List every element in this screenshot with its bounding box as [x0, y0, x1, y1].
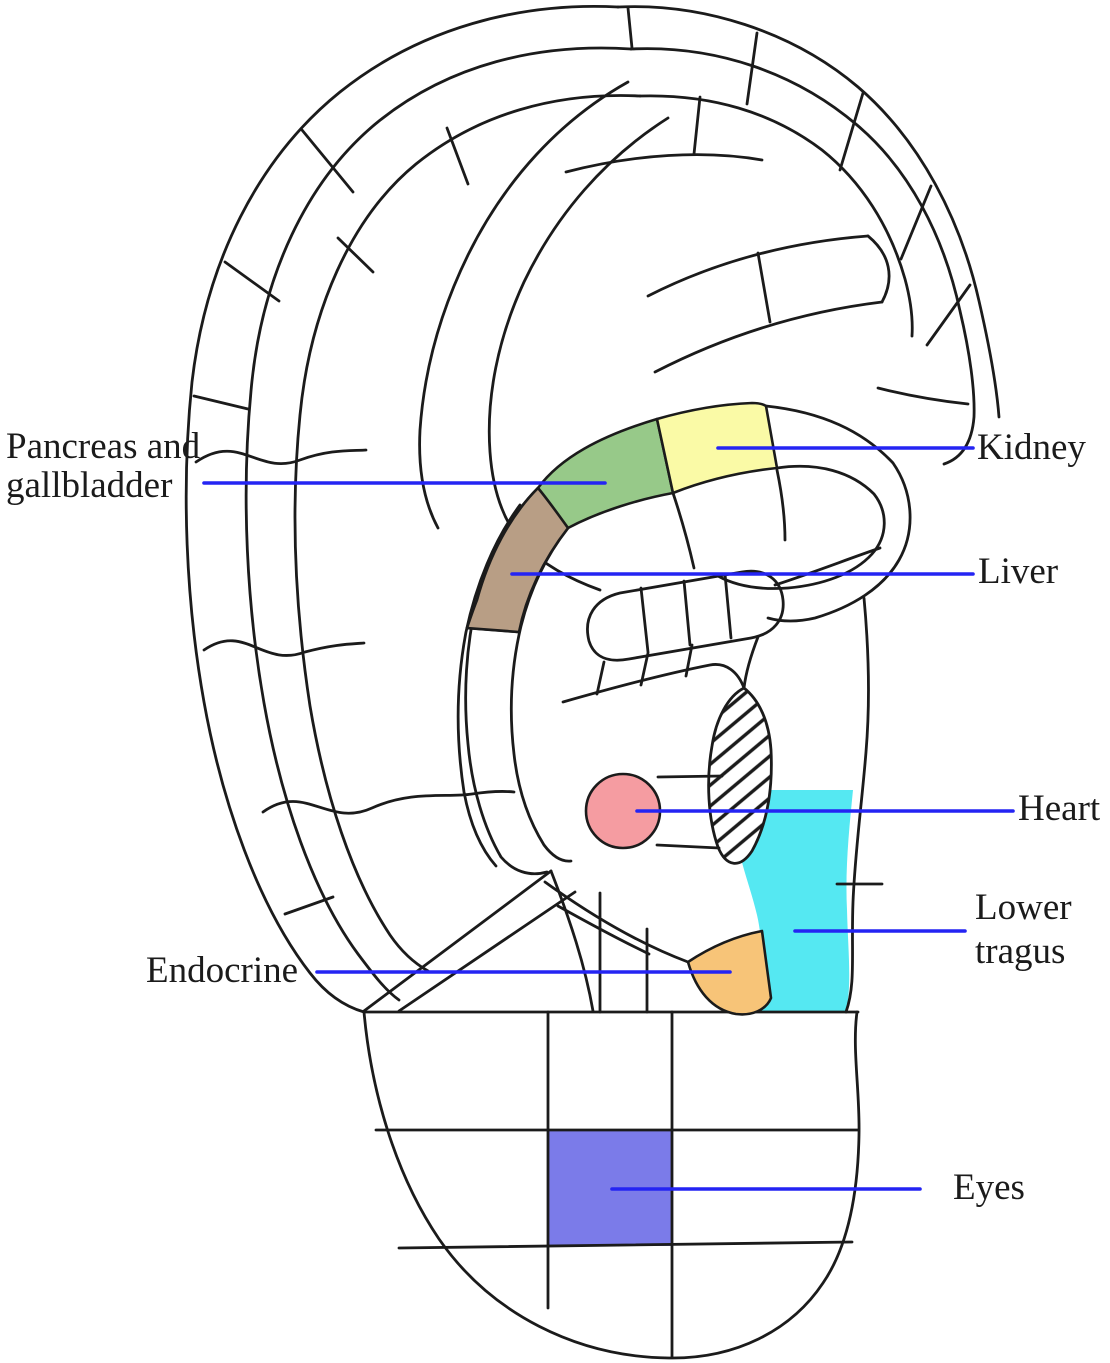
- rim-spoke-top-4: [899, 184, 933, 261]
- label-eyes: Eyes: [953, 1167, 1025, 1208]
- label-heart: Heart: [1018, 788, 1101, 829]
- crus-band2-div2: [639, 651, 650, 687]
- antitragus-arc-inner: [556, 904, 651, 956]
- rim-spoke-top-0: [626, 6, 634, 50]
- rim-spoke-left-3: [192, 394, 250, 411]
- label-pancreas-gallbladder: Pancreas and gallbladder: [6, 427, 200, 505]
- crus-band2-div1: [595, 660, 606, 696]
- antitragus-arc-outer: [543, 880, 690, 964]
- region-fills-under: [548, 790, 853, 1246]
- rim-spoke-top-1: [692, 95, 702, 156]
- helix-outline-right: [616, 5, 1001, 419]
- label-pancreas-line2: gallbladder: [6, 465, 173, 506]
- heart-cell-top: [656, 774, 724, 779]
- fossa-end-arc: [866, 234, 891, 304]
- helix-wave-3: [261, 790, 516, 815]
- antihelix-right-outer: [764, 404, 912, 623]
- heart-cell-bottom: [655, 843, 721, 850]
- label-endocrine: Endocrine: [146, 950, 299, 991]
- region-liver: [465, 486, 570, 634]
- rim-spoke-left-1: [300, 128, 355, 194]
- crus-band2-div3: [684, 643, 694, 678]
- lobe-outline: [362, 1010, 861, 1360]
- leader-lines: [202, 446, 1015, 1191]
- kidney-divider-1: [671, 491, 696, 570]
- tragus-edge: [844, 596, 870, 1014]
- crus-divider-2: [682, 579, 692, 647]
- rim-wrap-inner: [397, 890, 577, 1013]
- crus-helicis: [586, 569, 785, 662]
- scapha-spoke-2: [336, 236, 375, 274]
- concha-top-diagonal: [773, 546, 882, 587]
- top-cell-arc: [564, 153, 764, 174]
- crus-divider-3: [723, 572, 733, 640]
- helix-wave-1: [194, 448, 368, 466]
- helix-outline-left: [184, 5, 620, 1014]
- scapha-spoke-1: [445, 126, 470, 186]
- rim-spoke-left-4: [283, 895, 335, 916]
- rim-spoke-top-5: [925, 283, 972, 347]
- inner-rim-right: [629, 47, 976, 466]
- rim-wrap-outer: [362, 869, 553, 1013]
- rim-spoke-top-2: [745, 31, 759, 106]
- crus-leaf-connector: [742, 635, 760, 690]
- crus-divider-1: [639, 586, 650, 654]
- scapha-arc-left: [293, 94, 642, 973]
- label-lower-tragus: Lower tragus: [975, 886, 1072, 974]
- rim-spoke-top-3: [838, 91, 865, 172]
- label-pancreas-line1: Pancreas and: [6, 426, 201, 467]
- kidney-divider-2: [775, 468, 787, 542]
- fossa-arc-1: [646, 234, 870, 298]
- rim-cross-arc: [876, 386, 970, 406]
- label-lower-tragus-line1: Lower: [975, 887, 1072, 928]
- label-lower-tragus-line2: tragus: [975, 931, 1066, 972]
- antihelix-arc-4: [456, 503, 522, 868]
- hatched-notch: [707, 686, 773, 865]
- rim-spoke-left-2: [223, 260, 281, 303]
- label-liver: Liver: [978, 551, 1059, 592]
- vertex-fan-line: [549, 869, 595, 1013]
- antihelix-right-inner: [716, 464, 886, 590]
- region-pancreas-gallbladder: [536, 417, 675, 530]
- scapha-arc-right: [638, 94, 914, 338]
- fossa-arc-2: [653, 300, 884, 374]
- inner-rim-left: [244, 46, 633, 1002]
- helix-wave-2: [202, 639, 366, 657]
- crus-stem-a: [418, 80, 630, 530]
- label-kidney: Kidney: [977, 427, 1086, 468]
- crus-band2-bottom: [561, 663, 746, 704]
- fossa-divider: [756, 251, 772, 324]
- region-fills-over: [465, 401, 779, 1016]
- lobe-grid-h2: [397, 1240, 854, 1250]
